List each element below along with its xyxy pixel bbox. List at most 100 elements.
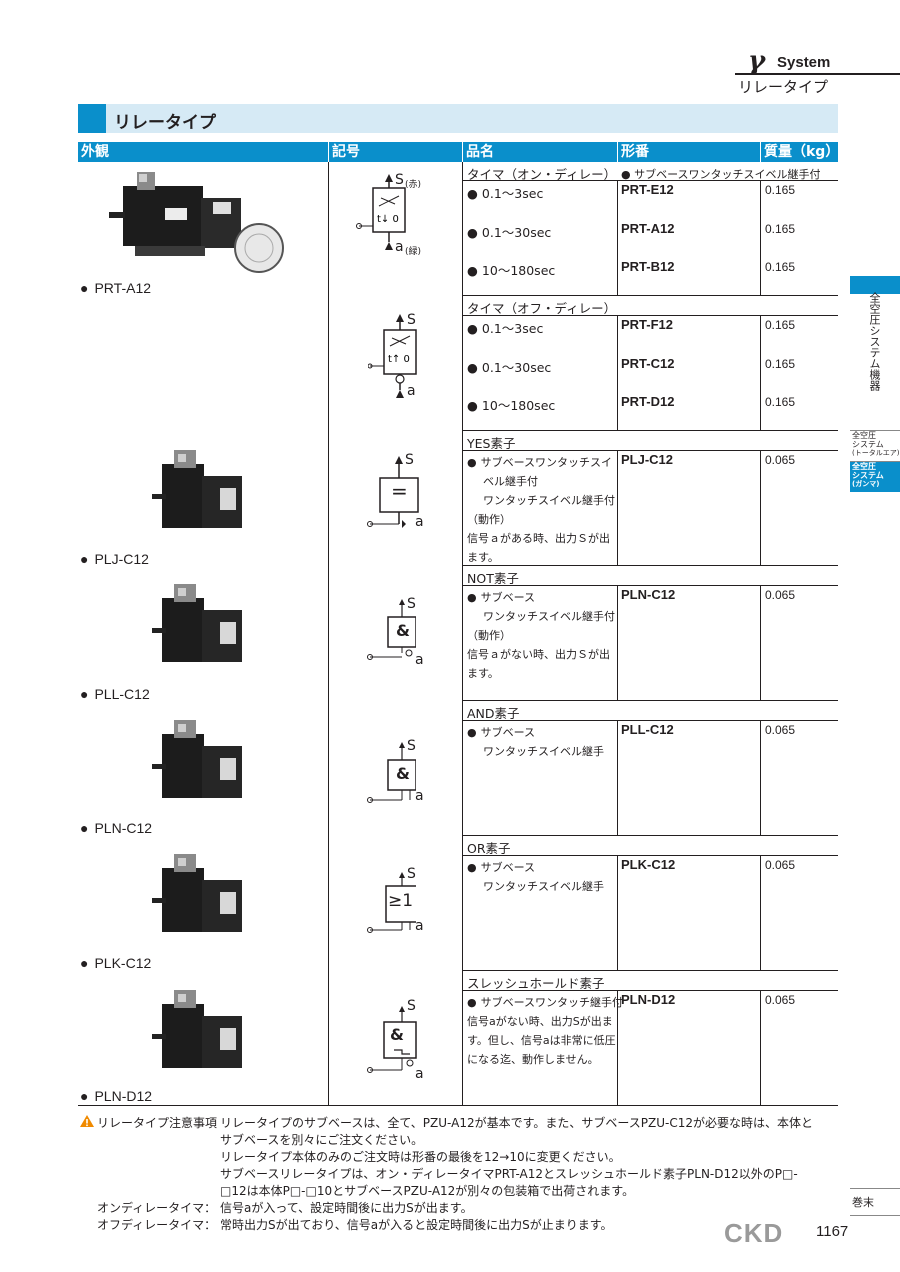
item-weight: 0.165 xyxy=(765,222,796,236)
divider xyxy=(462,430,838,431)
page-number: 1167 xyxy=(816,1223,849,1240)
symbol-s-label: S xyxy=(407,866,416,882)
on-delay-label: オンディレータイマ： xyxy=(97,1201,217,1215)
item-weight: 0.065 xyxy=(765,993,796,1007)
note-line: サブベースリレータイプは、オン・ディレータイマPRT-A12とスレッシュホールド… xyxy=(220,1167,798,1181)
item-desc: ベル継手付 xyxy=(483,475,538,488)
header-system: System xyxy=(777,54,831,71)
side-tab-line: システム xyxy=(852,440,884,449)
item-code: PLJ-C12 xyxy=(621,452,674,467)
group-title: YES素子 xyxy=(467,436,516,451)
side-tab-gamma[interactable]: 全空圧 システム (ガンマ) xyxy=(850,462,900,492)
note-line: リレータイプ本体のみのご注文時は形番の最後を12→10に変更ください。 xyxy=(220,1150,621,1164)
divider xyxy=(760,450,761,565)
item-desc: サブベース xyxy=(467,859,535,875)
item-desc: 信号ａがある時、出力Ｓが出 xyxy=(467,532,610,545)
item-code: PRT-B12 xyxy=(621,259,675,274)
product-image-pln-d12 xyxy=(152,990,242,1068)
symbol-s-label: S xyxy=(407,312,416,328)
header-subtitle: リレータイプ xyxy=(738,78,829,96)
divider xyxy=(760,720,761,835)
symbol-timer-on-delay: t↓ 0 xyxy=(356,174,406,250)
col-code: 形番 xyxy=(618,142,760,162)
item-desc: ます。 xyxy=(467,667,499,680)
item-weight: 0.165 xyxy=(765,260,796,274)
item-desc: ワンタッチスイベル継手 xyxy=(483,880,604,893)
product-label: PLJ-C12 xyxy=(80,551,148,567)
header-greek: γ xyxy=(748,46,766,76)
section-title-marker xyxy=(78,104,106,133)
symbol-s-note: (赤) xyxy=(405,180,422,190)
symbol-s-label: S xyxy=(395,172,404,188)
product-label: PLL-C12 xyxy=(80,686,149,702)
item-desc: 信号aがない時、出力Sが出ま xyxy=(467,1015,613,1028)
divider xyxy=(462,835,838,836)
divider xyxy=(462,565,838,566)
item-weight: 0.165 xyxy=(765,183,796,197)
divider xyxy=(760,855,761,970)
symbol-a-label: a xyxy=(407,383,416,399)
item-weight: 0.165 xyxy=(765,395,796,409)
symbol-a-label: a xyxy=(415,514,424,530)
divider xyxy=(617,855,618,970)
symbol-a-label: a xyxy=(415,918,424,934)
symbol-not xyxy=(367,599,416,660)
symbol-a-label: a xyxy=(415,788,424,804)
symbol-and xyxy=(367,742,416,803)
item-name: 0.1〜30sec xyxy=(467,357,551,376)
side-tab-line: 全空圧 xyxy=(852,431,876,440)
svg-text:t↓ 0: t↓ 0 xyxy=(377,214,399,225)
warning-icon xyxy=(80,1115,94,1127)
item-desc: （動作） xyxy=(467,629,511,642)
divider xyxy=(760,990,761,1105)
caution-label: リレータイプ注意事項 xyxy=(97,1116,218,1130)
divider xyxy=(328,162,329,1105)
note-line: □12は本体P□-□10とサブベースPZU-A12が別々の包装箱で出荷されます。 xyxy=(220,1184,635,1198)
symbol-a-label: a xyxy=(415,1066,424,1082)
product-label: PRT-A12 xyxy=(80,280,151,296)
group-title: タイマ（オン・ディレー） xyxy=(467,167,617,182)
divider xyxy=(617,450,618,565)
col-name: 品名 xyxy=(463,142,617,162)
symbol-timer-off-delay: t↑ 0 xyxy=(368,314,417,398)
product-label: PLN-C12 xyxy=(80,820,152,836)
symbol-yes-glyph: = xyxy=(391,479,408,503)
item-code: PLN-D12 xyxy=(621,992,676,1007)
symbol-s-label: S xyxy=(407,738,416,754)
divider xyxy=(617,990,618,1105)
item-code: PRT-F12 xyxy=(621,317,674,332)
product-image-prt-a12 xyxy=(109,172,284,273)
divider xyxy=(760,315,761,430)
group-title: OR素子 xyxy=(467,841,511,856)
col-appearance: 外観 xyxy=(78,142,328,162)
divider xyxy=(462,295,838,296)
divider xyxy=(760,180,761,295)
item-weight: 0.065 xyxy=(765,723,796,737)
divider xyxy=(617,315,618,430)
item-name: 0.1〜3sec xyxy=(467,183,543,202)
divider xyxy=(462,162,463,1105)
divider xyxy=(462,855,838,856)
item-desc: サブベースワンタッチスイ xyxy=(467,454,612,470)
symbol-s-label: S xyxy=(407,596,416,612)
item-code: PRT-D12 xyxy=(621,394,675,409)
side-tab-total-air[interactable]: 全空圧 システム (トータルエア) xyxy=(850,430,900,462)
side-tab-marker xyxy=(850,276,900,294)
symbol-threshold-glyph: & xyxy=(390,1025,404,1044)
svg-text:t↑ 0: t↑ 0 xyxy=(388,354,410,365)
product-image-pln-c12 xyxy=(152,720,242,798)
divider xyxy=(760,585,761,700)
side-tab-line: (トータルエア) xyxy=(852,449,900,457)
col-weight: 質量（kg） xyxy=(761,142,839,162)
group-title: タイマ（オフ・ディレー） xyxy=(467,301,617,316)
divider xyxy=(462,970,838,971)
item-desc: ワンタッチスイベル継手 xyxy=(483,745,604,758)
item-code: PRT-C12 xyxy=(621,356,675,371)
item-weight: 0.065 xyxy=(765,588,796,602)
item-desc: サブベースワンタッチ継手付 xyxy=(467,994,623,1010)
item-weight: 0.065 xyxy=(765,453,796,467)
side-tab-all-pneumatic[interactable]: 全空圧システム機器 xyxy=(868,292,881,391)
side-tab-end[interactable]: 巻末 xyxy=(850,1188,900,1216)
item-weight: 0.065 xyxy=(765,858,796,872)
item-desc: サブベース xyxy=(467,724,535,740)
